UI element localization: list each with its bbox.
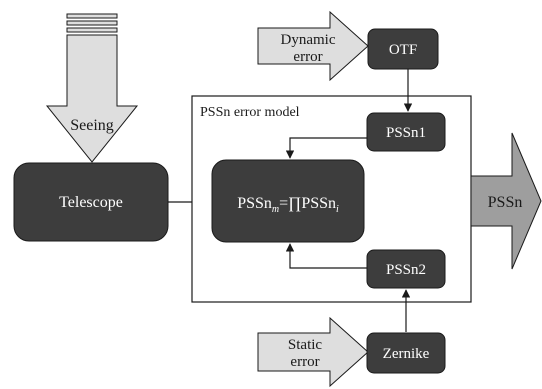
formula-eq-prod: =∏PSSn xyxy=(279,195,336,212)
dynamic-error-arrow: Dynamic error xyxy=(257,10,369,82)
dynamic-error-label-line2: error xyxy=(293,49,322,65)
pssn1-box: PSSn1 xyxy=(366,112,446,152)
dynamic-error-label-line1: Dynamic xyxy=(281,32,336,48)
static-error-label-line2: error xyxy=(290,354,319,370)
seeing-stripe-3 xyxy=(66,27,118,33)
formula-base: PSSn xyxy=(237,195,272,212)
pssn-output-arrow: PSSn xyxy=(470,132,542,270)
formula-text: PSSnm=∏PSSni xyxy=(237,195,339,215)
pssn2-to-formula-arrow xyxy=(285,243,367,269)
seeing-arrow-shape xyxy=(45,34,139,163)
seeing-arrow: Seeing xyxy=(45,13,139,163)
static-error-arrow: Static error xyxy=(257,316,369,388)
static-error-label-line1: Static xyxy=(288,337,323,353)
formula-sub-m: m xyxy=(272,204,279,215)
pssn1-label: PSSn1 xyxy=(386,125,426,141)
seeing-stripe-1 xyxy=(66,13,118,19)
seeing-label: Seeing xyxy=(70,117,114,134)
telescope-label: Telescope xyxy=(59,194,123,211)
pssn-error-model-title: PSSn error model xyxy=(200,105,300,120)
otf-label: OTF xyxy=(389,42,417,58)
seeing-stripe-2 xyxy=(66,20,118,26)
formula-sub-i: i xyxy=(336,204,339,215)
pssn-output-label: PSSn xyxy=(488,194,523,211)
zernike-label: Zernike xyxy=(383,346,430,362)
formula-box: PSSnm=∏PSSni xyxy=(211,159,365,243)
pssn1-to-formula-arrow xyxy=(285,137,367,159)
otf-box: OTF xyxy=(367,28,439,70)
zernike-box: Zernike xyxy=(366,332,446,374)
telescope-box: Telescope xyxy=(13,162,169,242)
pssn2-label: PSSn2 xyxy=(386,262,426,278)
pssn2-box: PSSn2 xyxy=(366,249,446,289)
